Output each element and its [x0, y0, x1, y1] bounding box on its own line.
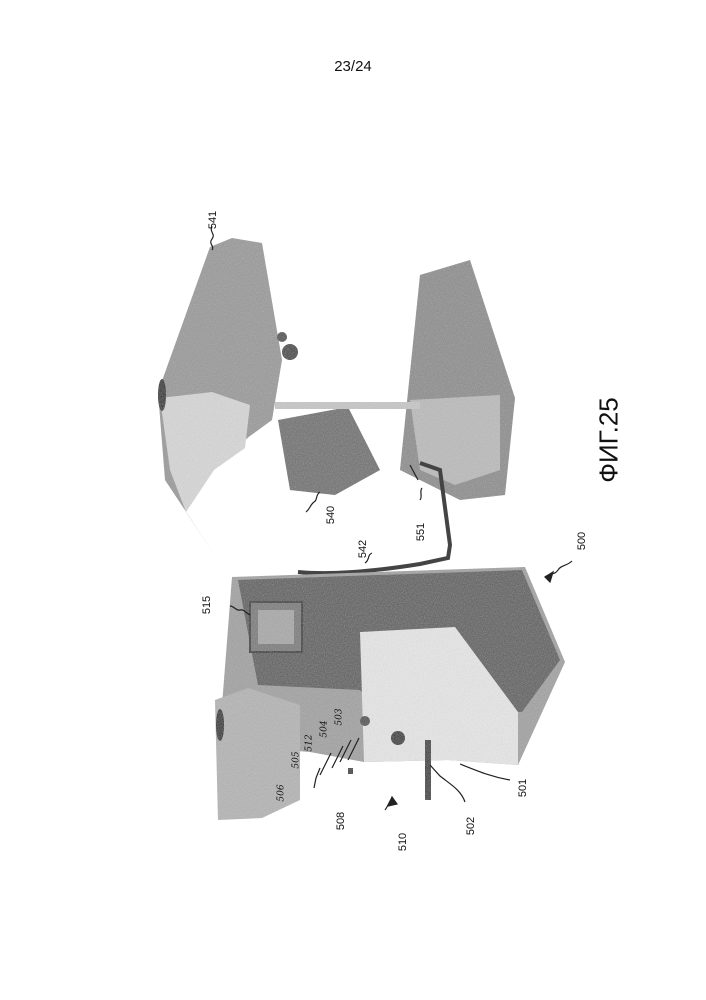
ref-502: 502 [465, 817, 477, 835]
arrow-500 [545, 572, 553, 582]
display-515-screen [258, 610, 294, 644]
ref-505: 505 [292, 751, 302, 768]
ref-508: 508 [335, 812, 347, 830]
knob-503 [391, 731, 405, 745]
arrow-510 [388, 797, 397, 806]
lower-box-inner [410, 395, 500, 485]
left-face [215, 688, 300, 820]
ref-500: 500 [576, 532, 588, 550]
valve-knob [282, 344, 298, 360]
leader-506 [314, 768, 320, 788]
side-panel-540 [278, 407, 380, 495]
leader-501 [460, 764, 510, 780]
port-506 [348, 768, 353, 774]
lower-apparatus [215, 567, 565, 820]
side-hole [216, 709, 224, 741]
ref-551: 551 [415, 523, 427, 541]
ref-542: 542 [357, 540, 369, 558]
figure-caption: ФИГ.25 [594, 397, 625, 483]
connecting-rod [275, 402, 420, 409]
leader-541 [211, 226, 214, 250]
ref-540: 540 [325, 506, 337, 524]
ref-504: 504 [320, 720, 330, 737]
ref-510: 510 [397, 833, 409, 851]
ref-503: 503 [335, 708, 345, 725]
ref-501: 501 [517, 779, 529, 797]
top-housing-hole [158, 379, 166, 411]
knob-504 [360, 716, 370, 726]
slot-502 [425, 740, 431, 800]
leader-505 [320, 753, 331, 775]
ref-541: 541 [207, 211, 219, 229]
valve-knob-2 [277, 332, 287, 342]
ref-506: 506 [277, 784, 287, 801]
ref-515: 515 [201, 596, 213, 614]
leader-502 [430, 765, 465, 802]
leader-540 [306, 492, 320, 512]
ref-512: 512 [305, 734, 315, 751]
top-housing-light-face [160, 392, 250, 512]
